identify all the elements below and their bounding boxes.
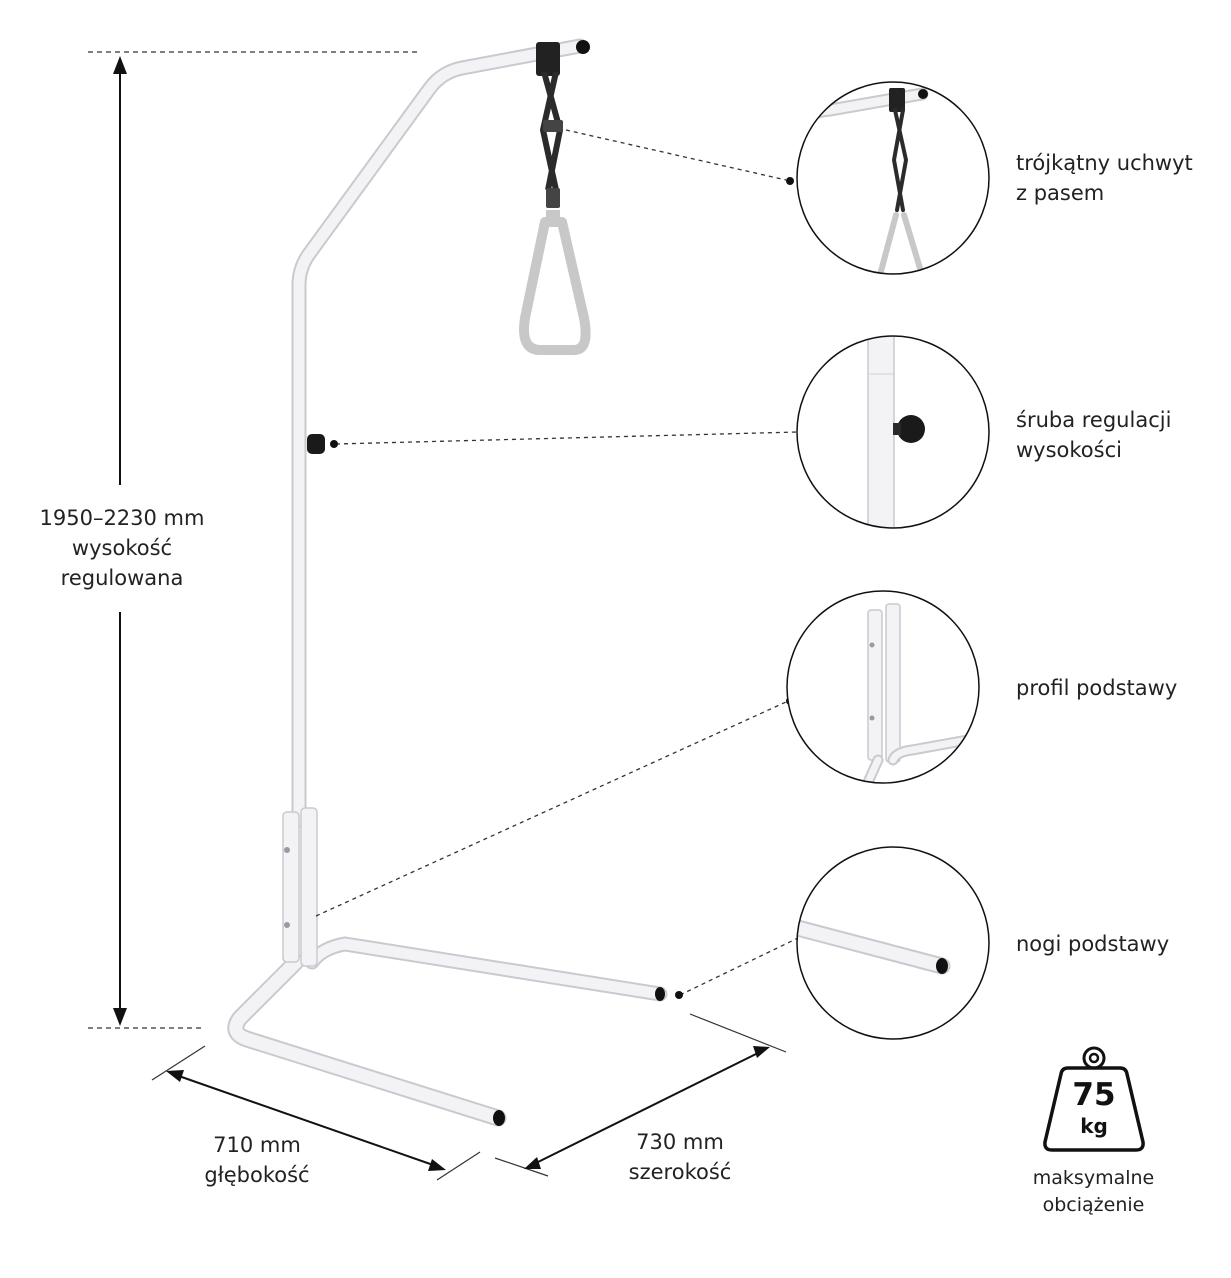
callout-profile-line1: profil podstawy bbox=[1016, 676, 1178, 700]
base-sleeves bbox=[282, 807, 318, 967]
height-note: regulowana bbox=[60, 566, 184, 590]
height-screw bbox=[307, 434, 325, 454]
trapeze-handle bbox=[519, 42, 591, 355]
end-caps bbox=[493, 40, 665, 1126]
width-dimension bbox=[494, 1013, 787, 1177]
callout-trapeze-label: trójkątny uchwyt z pasem bbox=[1016, 148, 1193, 208]
depth-dimension bbox=[151, 1045, 481, 1181]
stand-frame bbox=[227, 38, 668, 1127]
height-word: wysokość bbox=[71, 536, 173, 560]
callout-trapeze-line1: trójkątny uchwyt bbox=[1016, 151, 1193, 175]
depth-dimension-label: 710 mm głębokość bbox=[168, 1130, 346, 1190]
max-load-unit: kg bbox=[1080, 1114, 1108, 1138]
callout-profile-label: profil podstawy bbox=[1016, 673, 1177, 703]
width-dimension-label: 730 mm szerokość bbox=[600, 1127, 760, 1187]
weight-icon bbox=[1043, 1046, 1145, 1152]
height-dimension-label: 1950–2230 mm wysokość regulowana bbox=[28, 503, 216, 593]
detail-profile bbox=[786, 590, 980, 784]
height-value: 1950–2230 mm bbox=[39, 506, 205, 530]
detail-trapeze bbox=[796, 81, 990, 275]
height-dimension bbox=[88, 51, 420, 1029]
depth-word: głębokość bbox=[204, 1163, 310, 1187]
max-load-caption-line1: maksymalne bbox=[1032, 1167, 1155, 1189]
callout-trapeze-line2: z pasem bbox=[1016, 181, 1105, 205]
detail-screw bbox=[796, 335, 990, 529]
callout-screw-line2: wysokości bbox=[1016, 438, 1122, 462]
max-load-value: 75 bbox=[1072, 1077, 1116, 1113]
leader-lines bbox=[315, 129, 799, 996]
callout-screw-label: śruba regulacji wysokości bbox=[1016, 405, 1171, 465]
callout-screw-line1: śruba regulacji bbox=[1016, 408, 1172, 432]
callout-legs-line1: nogi podstawy bbox=[1016, 932, 1170, 956]
depth-value: 710 mm bbox=[213, 1133, 301, 1157]
max-load-caption: maksymalne obciążenie bbox=[1016, 1165, 1171, 1219]
width-value: 730 mm bbox=[636, 1130, 724, 1154]
width-word: szerokość bbox=[628, 1160, 732, 1184]
detail-legs bbox=[796, 846, 990, 1040]
leader-dots bbox=[330, 177, 794, 999]
callout-legs-label: nogi podstawy bbox=[1016, 929, 1169, 959]
max-load-caption-line2: obciążenie bbox=[1042, 1194, 1145, 1216]
